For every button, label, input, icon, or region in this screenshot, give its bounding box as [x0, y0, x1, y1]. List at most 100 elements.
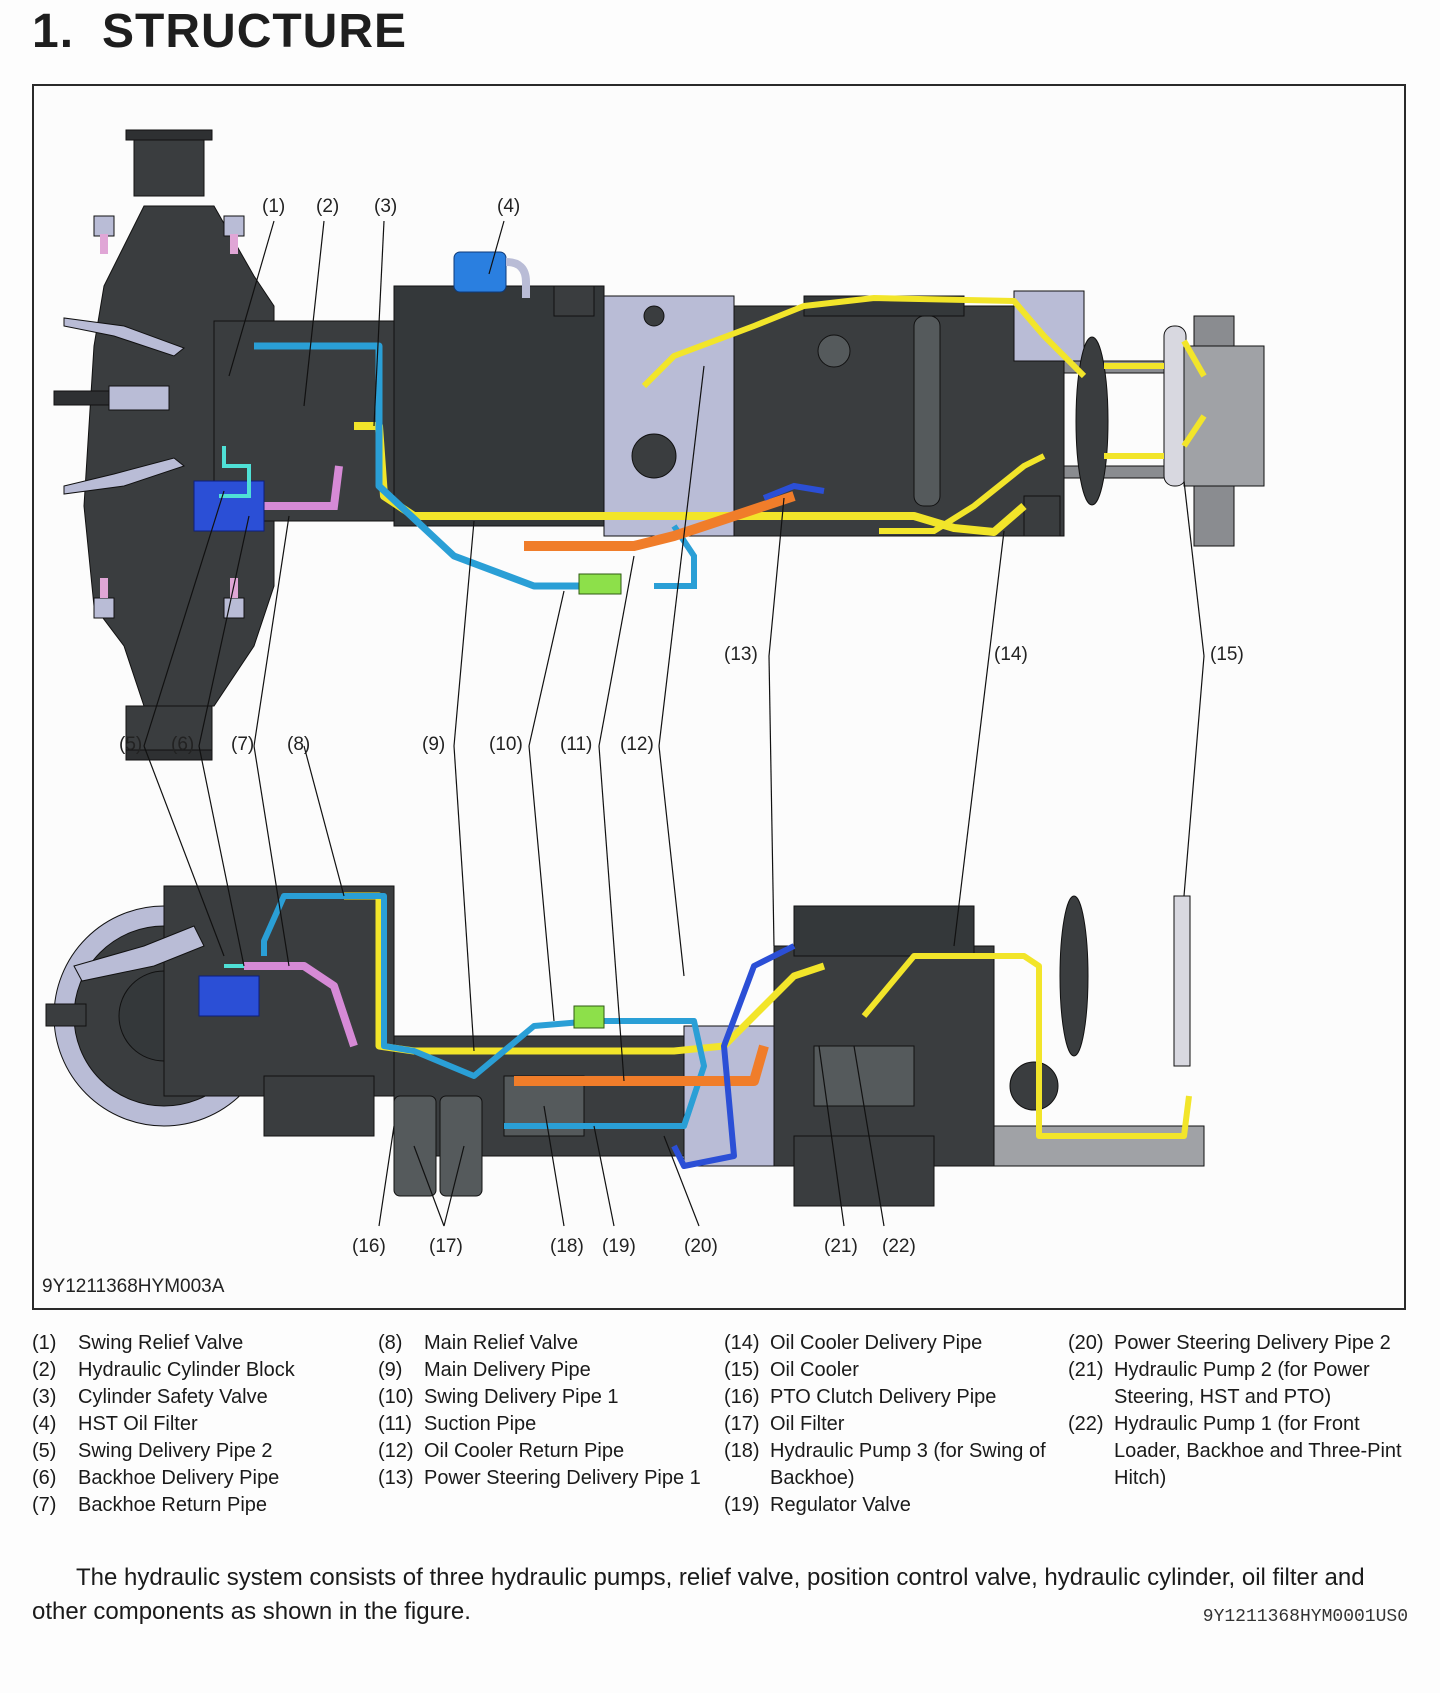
callout-20: (20)	[684, 1236, 718, 1257]
legend-index: (10)	[378, 1386, 414, 1408]
legend-item: (3)Cylinder Safety Valve	[32, 1384, 372, 1411]
legend-index: (18)	[724, 1440, 760, 1462]
swing-delivery-pipe-side	[261, 893, 707, 1129]
legend-item: (22)Hydraulic Pump 1 (for Front Loader, …	[1068, 1411, 1428, 1492]
section-number: 1.	[32, 5, 75, 58]
legend-text: Backhoe Return Pipe	[78, 1494, 268, 1516]
legend-index: (15)	[724, 1359, 760, 1381]
callout-22: (22)	[882, 1236, 916, 1257]
callout-9: (9)	[422, 734, 446, 755]
oil-filter-right	[439, 1095, 483, 1197]
backhoe-return-side	[244, 962, 358, 1048]
legend-index: (7)	[32, 1494, 57, 1516]
callout-8: (8)	[287, 734, 311, 755]
legend-item: (14)Oil Cooler Delivery Pipe	[724, 1330, 1064, 1357]
legend-text: HST Oil Filter	[78, 1413, 198, 1435]
legend-text: PTO Clutch Delivery Pipe	[770, 1386, 997, 1408]
legend-item: (15)Oil Cooler	[724, 1357, 1064, 1384]
legend-index: (4)	[32, 1413, 57, 1435]
pto-shaft	[53, 390, 115, 406]
legend-column-4: (20)Power Steering Delivery Pipe 2 (21)H…	[1068, 1330, 1428, 1492]
legend-text: Main Relief Valve	[424, 1332, 579, 1354]
hst-oil-filter	[453, 251, 507, 293]
legend-text: Backhoe Delivery Pipe	[78, 1467, 280, 1489]
legend-item: (2) Hydraulic Cylinder Block	[32, 1357, 372, 1384]
callout-6: (6)	[171, 734, 195, 755]
legend-item: (10) Swing Delivery Pipe 1	[378, 1384, 728, 1411]
callout-3: (3)	[374, 196, 398, 217]
legend-index: (5)	[32, 1440, 57, 1462]
callout-11: (11)	[560, 734, 593, 755]
legend-text: Hydraulic Cylinder Block	[78, 1359, 295, 1381]
legend-text: Swing Relief Valve	[78, 1332, 244, 1354]
legend-text: Main Delivery Pipe	[424, 1359, 591, 1381]
oil-cooler-return-top	[641, 295, 1087, 389]
swing-delivery-pipe-top	[254, 342, 594, 590]
callout-4: (4)	[497, 196, 521, 217]
callout-1: (1)	[262, 196, 286, 217]
legend-text: Hydraulic Pump 1 (for Front Loader, Back…	[1114, 1413, 1402, 1489]
legend-column-1: (1) Swing Relief Valve (2) Hydraulic Cylin…	[32, 1330, 372, 1519]
callout-16: (16)	[352, 1236, 386, 1257]
legend-item: (20)Power Steering Delivery Pipe 2	[1068, 1330, 1428, 1357]
legend-item: (18) Hydraulic Pump 3 (for Swing of Backh…	[724, 1438, 1064, 1492]
legend-item: (13) Power Steering Delivery Pipe 1	[378, 1465, 728, 1492]
tractor-drawing	[45, 129, 1265, 1227]
legend-text: Oil Cooler Return Pipe	[424, 1440, 625, 1462]
legend-index: (6)	[32, 1467, 57, 1489]
legend-index: (13)	[378, 1467, 414, 1489]
callout-12: (12)	[620, 734, 654, 755]
legend-index: (11)	[378, 1413, 413, 1435]
legend-item: (19)Regulator Valve	[724, 1492, 1064, 1519]
legend-index: (17)	[724, 1413, 760, 1435]
legend-item: (16) PTO Clutch Delivery Pipe	[724, 1384, 1064, 1411]
hydraulic-system-figure: (1) (2) (3) (4) (5) (6) (7) (8) (9) (10)…	[32, 84, 1406, 1310]
legend-index: (2)	[32, 1359, 57, 1381]
legend-item: (21)Hydraulic Pump 2 (for Power Steering…	[1068, 1357, 1428, 1411]
legend-index: (16)	[724, 1386, 760, 1408]
legend-text: Oil Filter	[770, 1413, 845, 1435]
rear-axle-upper	[133, 135, 205, 197]
legend-index: (19)	[724, 1494, 760, 1516]
callout-17: (17)	[429, 1236, 463, 1257]
oil-cooler-delivery-top	[879, 453, 1046, 534]
legend-text: Power Steering Delivery Pipe 1	[424, 1467, 701, 1489]
legend-text: Swing Delivery Pipe 2	[78, 1440, 273, 1462]
power-steering-pipe-top	[762, 482, 825, 501]
section-heading: STRUCTURE	[102, 5, 408, 58]
figure-id: 9Y1211368HYM003A	[42, 1276, 225, 1297]
callout-5: (5)	[119, 734, 143, 755]
hst-housing	[393, 285, 605, 527]
legend-index: (8)	[378, 1332, 403, 1354]
legend-item: (1) Swing Relief Valve	[32, 1330, 372, 1357]
legend-index: (3)	[32, 1386, 57, 1408]
legend-item: (5) Swing Delivery Pipe 2	[32, 1438, 372, 1465]
main-delivery-pipe-side	[344, 892, 826, 1055]
backhoe-delivery-side	[198, 975, 260, 1017]
fan-side	[1059, 895, 1089, 1057]
fan	[1075, 336, 1109, 506]
legend-index: (1)	[32, 1332, 57, 1354]
legend-text: Hydraulic Pump 3 (for Swing of Backhoe)	[770, 1440, 1046, 1489]
swing-relief-pipe	[219, 446, 251, 498]
clutch-housing	[603, 295, 735, 537]
legend-item: (7) Backhoe Return Pipe	[32, 1492, 372, 1519]
callout-10: (10)	[489, 734, 523, 755]
callout-19: (19)	[602, 1236, 636, 1257]
oil-cooler-side	[1173, 895, 1191, 1067]
legend-column-2: (8) Main Relief Valve (9) Main Delivery Pi…	[378, 1330, 728, 1492]
callout-14: (14)	[994, 644, 1028, 665]
lift-arm-upper	[63, 317, 186, 357]
top-view	[53, 129, 1265, 761]
axle-mount	[93, 215, 115, 237]
legend-column-3: (14)Oil Cooler Delivery Pipe (15)Oil Coo…	[724, 1330, 1064, 1519]
oil-cooler-top	[1163, 325, 1187, 487]
legend-index: (12)	[378, 1440, 414, 1462]
legend-item: (6) Backhoe Delivery Pipe	[32, 1465, 372, 1492]
legend-text: Swing Delivery Pipe 1	[424, 1386, 619, 1408]
lift-arm-lower	[63, 457, 186, 495]
legend-index: (9)	[378, 1359, 403, 1381]
callout-15: (15)	[1210, 644, 1244, 665]
front-frame-side	[993, 1125, 1205, 1167]
suction-pipe-top	[524, 491, 796, 551]
